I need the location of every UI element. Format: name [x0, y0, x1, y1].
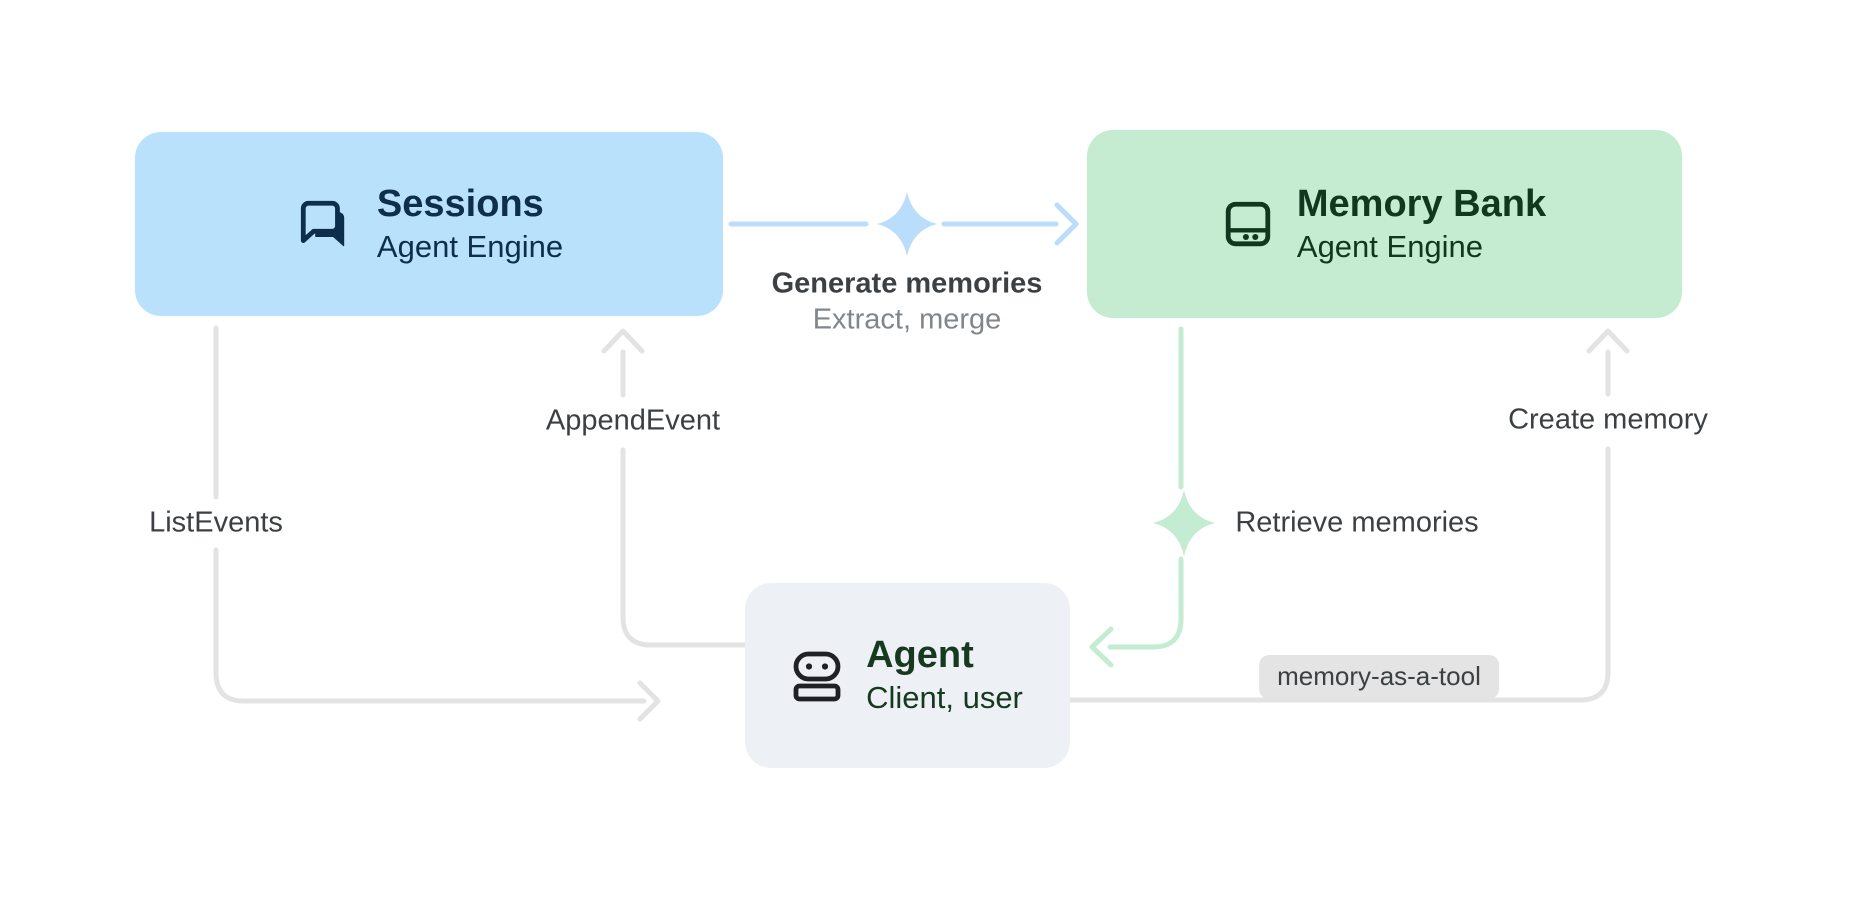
memory-bank-node: Memory Bank Agent Engine: [1087, 130, 1682, 318]
create-memory-label: Create memory: [1508, 403, 1708, 436]
list-events-arrow: [213, 325, 661, 722]
create-memory-arrow: [1067, 328, 1630, 703]
retrieve-memories-label: Retrieve memories: [1235, 506, 1479, 539]
sparkle-icon: [877, 192, 937, 256]
node-subtitle: Client, user: [866, 680, 1023, 715]
agent-node: Agent Client, user: [745, 583, 1070, 768]
sessions-node: Sessions Agent Engine: [135, 132, 723, 316]
node-title: Agent: [866, 634, 974, 676]
node-title: Sessions: [376, 182, 544, 225]
append-event-arrow: [601, 328, 748, 648]
generate-memories-sublabel: Extract, merge: [812, 303, 1002, 336]
retrieve-memories-arrow: [1089, 326, 1215, 668]
list-events-label: ListEvents: [149, 506, 283, 539]
generate-memories-arrow: [728, 192, 1079, 256]
chat-icon: [295, 195, 353, 253]
node-subtitle: Agent Engine: [1296, 228, 1484, 264]
memory-as-a-tool-badge: memory-as-a-tool: [1259, 655, 1499, 699]
robot-icon: [792, 649, 842, 703]
append-event-label: AppendEvent: [545, 404, 721, 437]
sparkle-icon: [1153, 490, 1215, 556]
generate-memories-label: Generate memories: [771, 267, 1043, 300]
node-subtitle: Agent Engine: [376, 228, 564, 264]
node-title: Memory Bank: [1296, 182, 1547, 225]
storage-icon: [1223, 199, 1273, 249]
